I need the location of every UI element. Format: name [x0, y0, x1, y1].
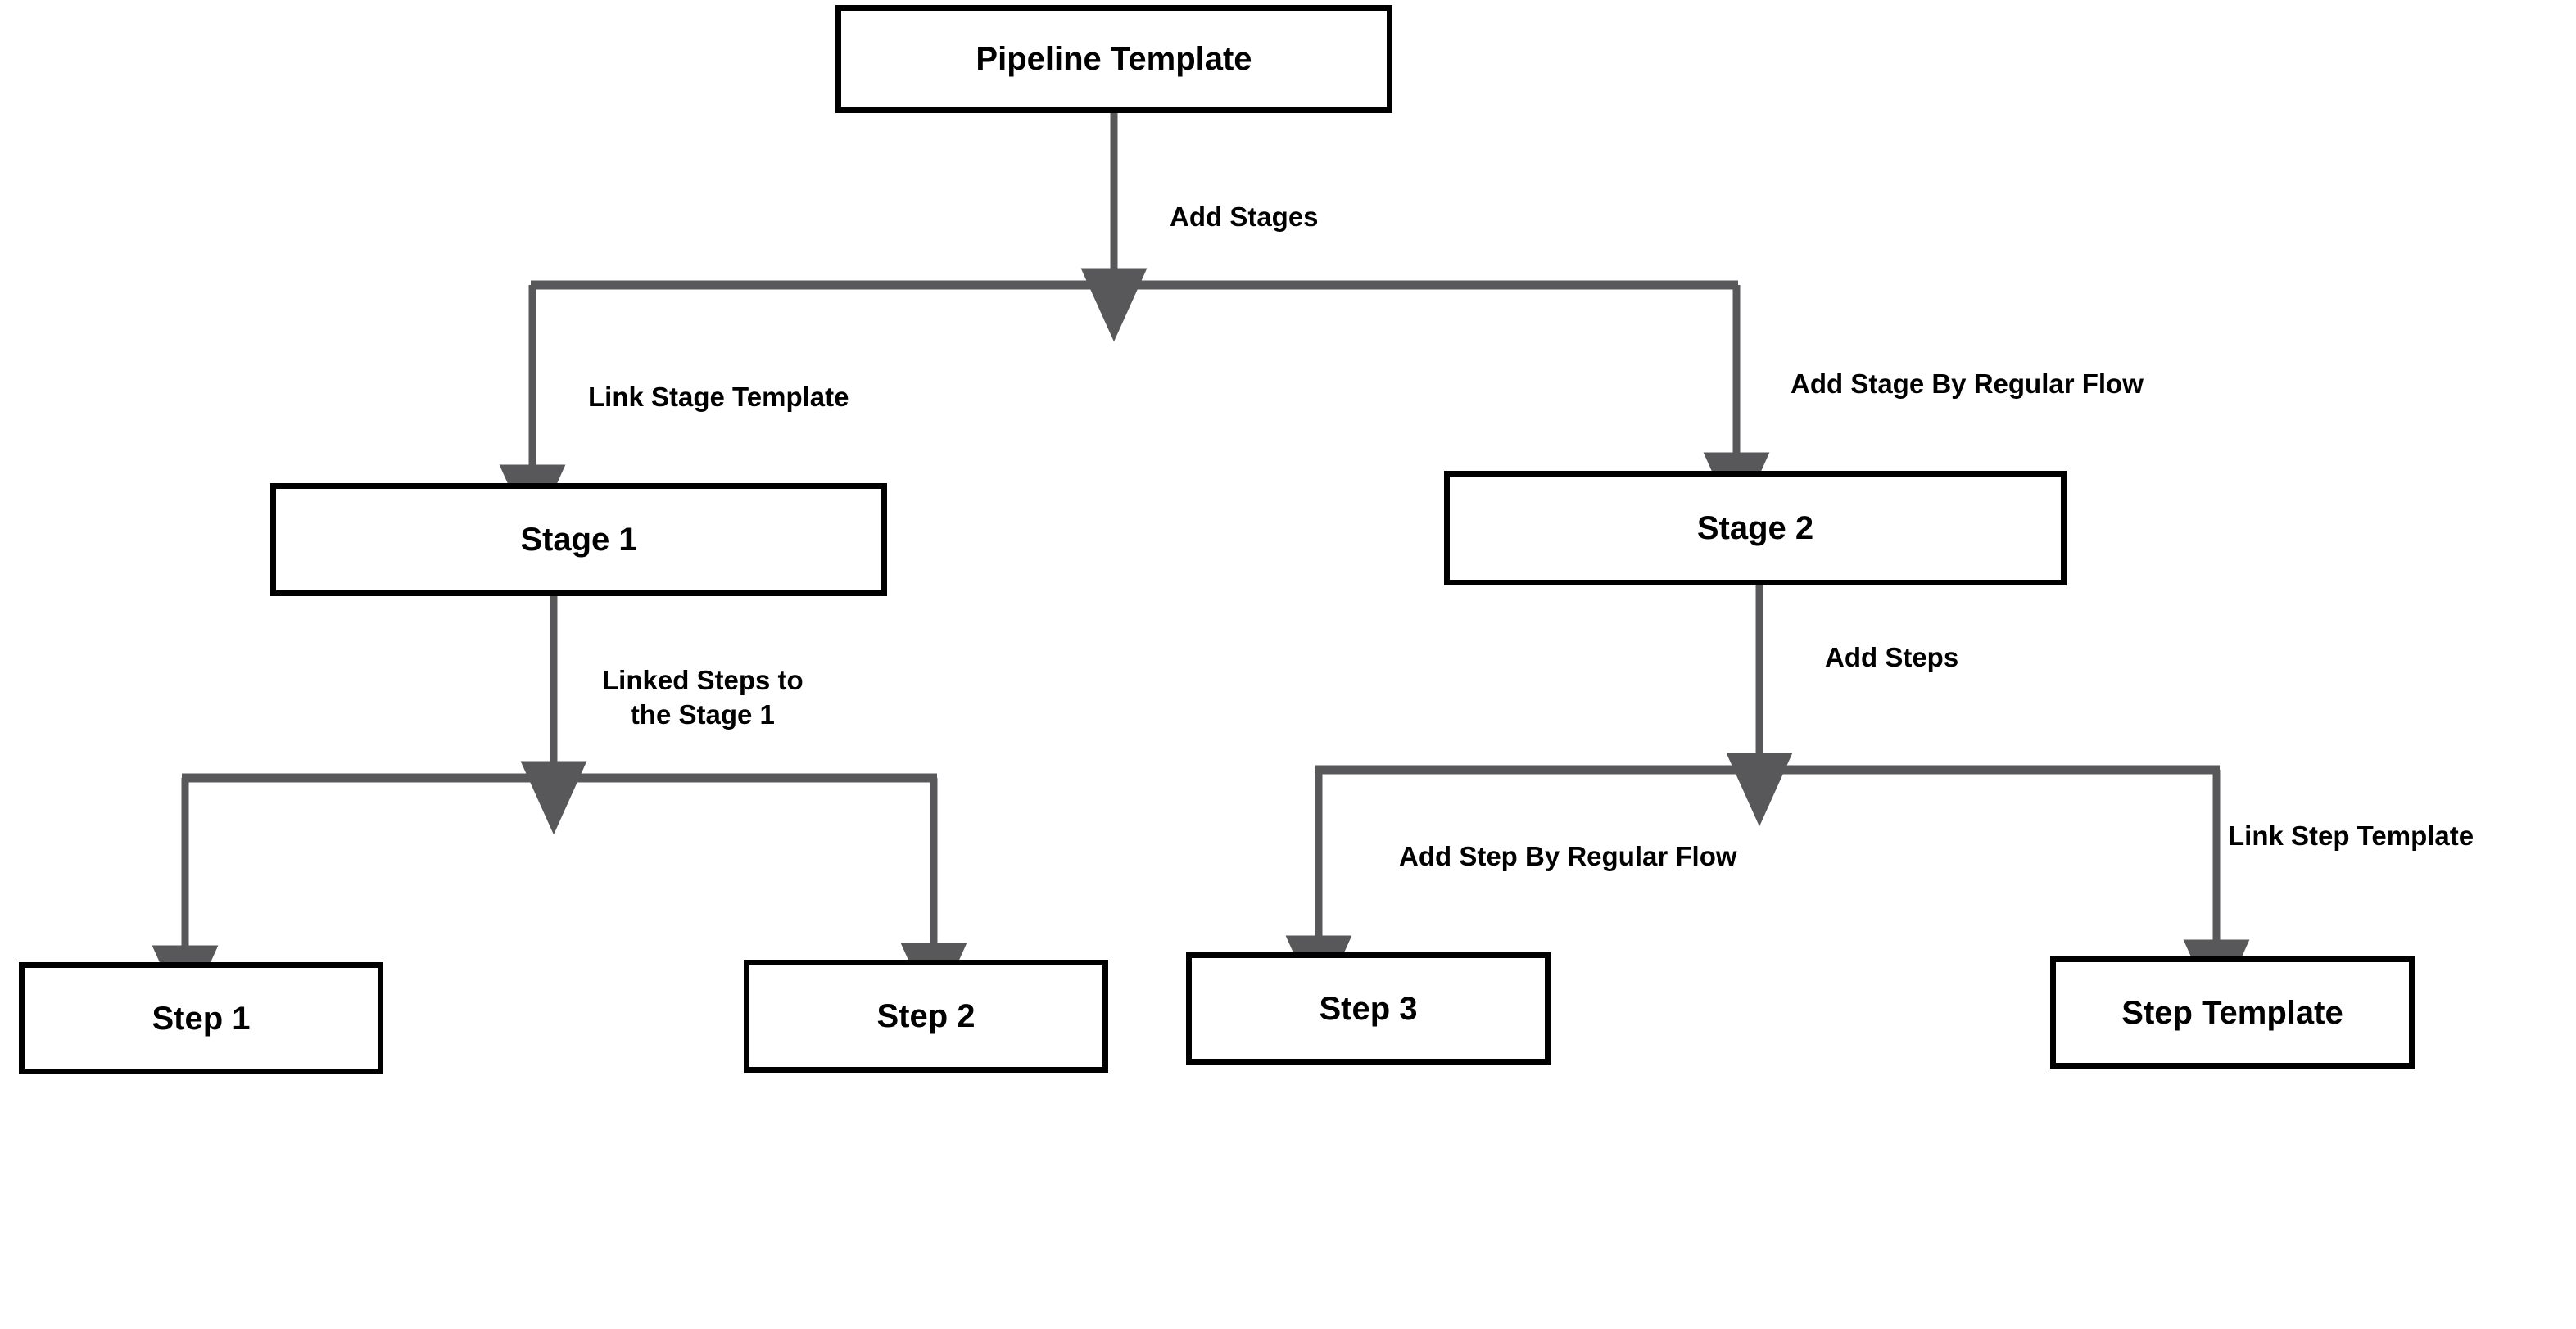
node-step-1-label: Step 1	[152, 1000, 251, 1037]
node-step-1[interactable]: Step 1	[19, 962, 383, 1074]
edge-label-link-stage-template: Link Stage Template	[588, 382, 849, 412]
node-step-3-label: Step 3	[1319, 990, 1418, 1027]
node-step-2-label: Step 2	[876, 998, 976, 1034]
node-pipeline-template[interactable]: Pipeline Template	[835, 5, 1392, 113]
edge-label-linked-steps-to-the-stage-1: Linked Steps to the Stage 1	[602, 665, 804, 730]
edge-label-link-step-template: Link Step Template	[2228, 820, 2474, 851]
node-stage-1-label: Stage 1	[520, 522, 637, 558]
node-stage-2[interactable]: Stage 2	[1444, 471, 2067, 585]
node-step-template[interactable]: Step Template	[2050, 956, 2415, 1069]
node-step-template-label: Step Template	[2121, 994, 2343, 1031]
node-stage-2-label: Stage 2	[1696, 510, 1814, 546]
node-step-3[interactable]: Step 3	[1186, 952, 1551, 1065]
node-pipeline-template-label: Pipeline Template	[976, 41, 1252, 77]
edge-label-add-stage-by-regular-flow: Add Stage By Regular Flow	[1791, 368, 2144, 399]
edge-label-add-step-by-regular-flow: Add Step By Regular Flow	[1399, 841, 1737, 871]
edge-label-add-steps: Add Steps	[1825, 642, 1959, 672]
node-step-2[interactable]: Step 2	[744, 960, 1108, 1073]
edge-label-add-stages: Add Stages	[1170, 201, 1319, 232]
node-stage-1[interactable]: Stage 1	[270, 483, 887, 596]
